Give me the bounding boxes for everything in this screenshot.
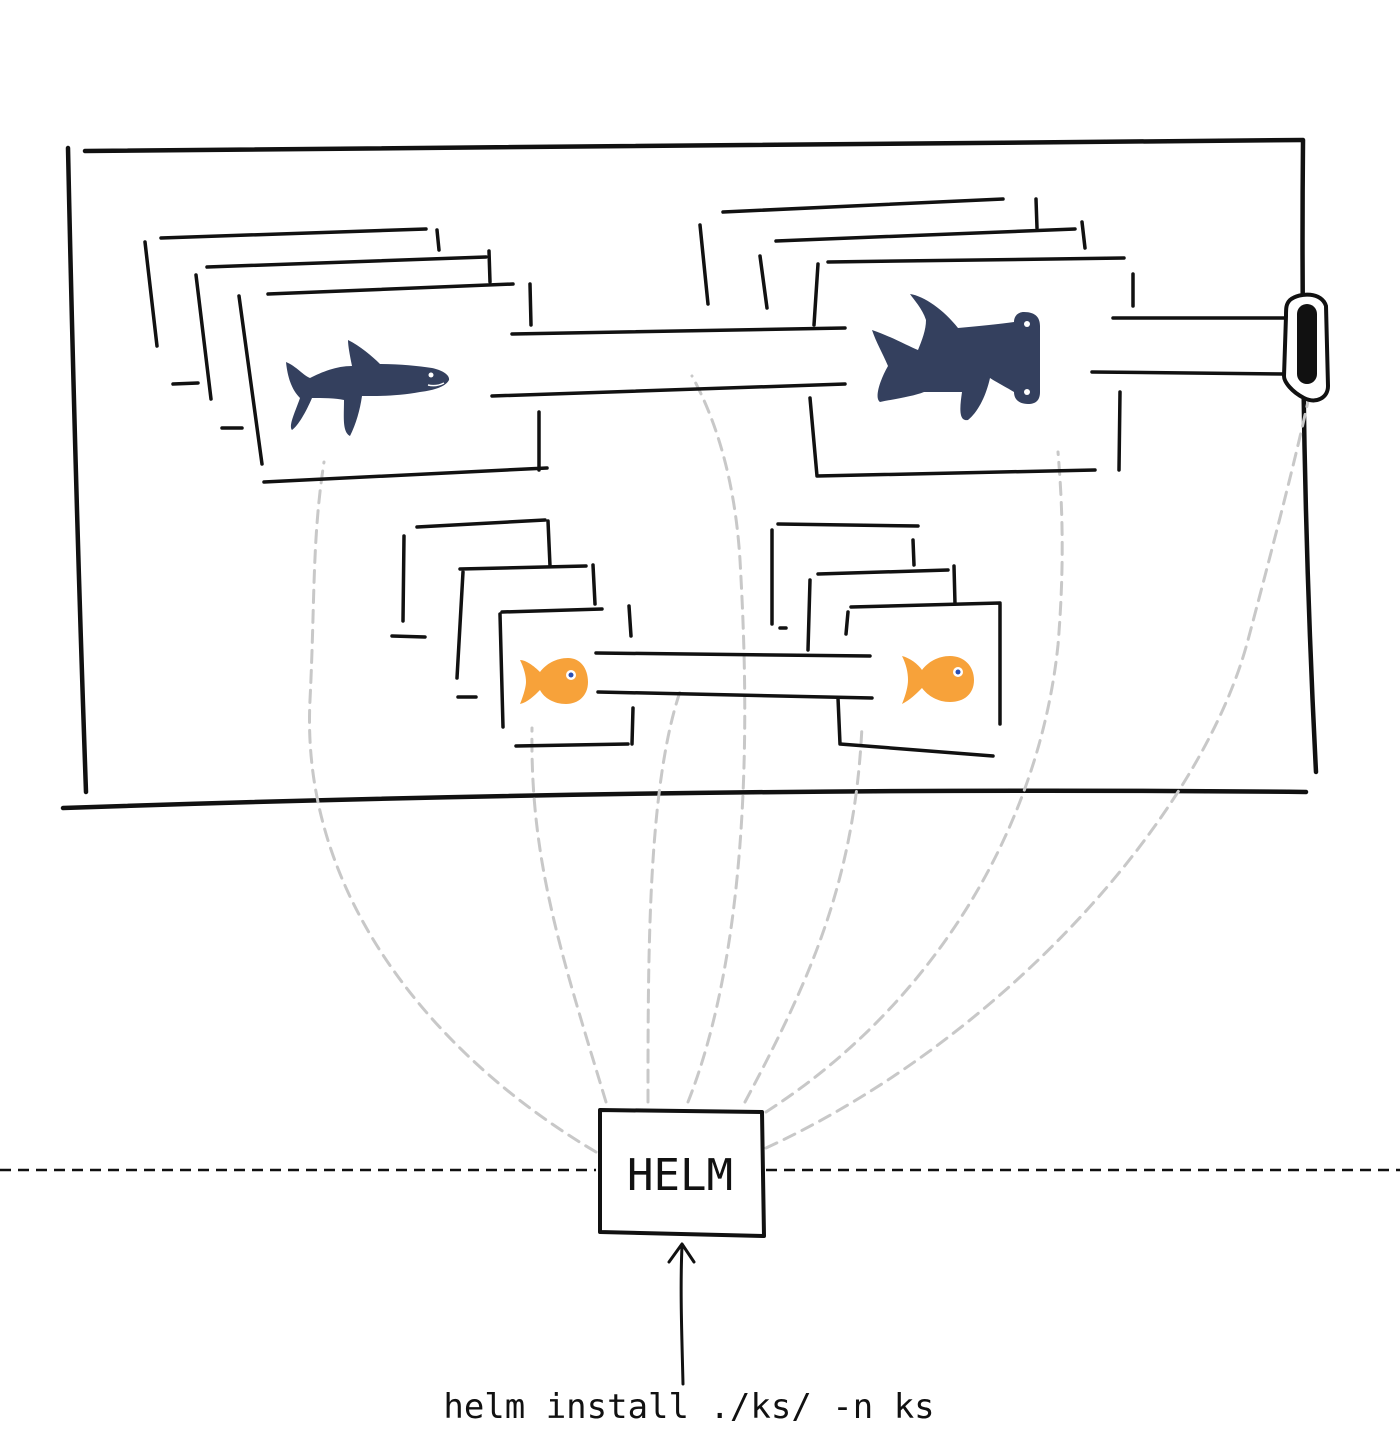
helm-install-command: helm install ./ks/ -n ks [443,1387,934,1427]
shark-pod-stack [143,227,549,484]
service-port-icon [1090,292,1331,403]
goldfish-icon [902,656,974,704]
shark-service-link [490,326,847,398]
shark-icon [286,340,450,436]
helm-connectors [308,374,1312,1154]
fish-service-link [594,651,874,700]
goldfish-icon [520,658,588,704]
cluster-frame [60,137,1319,811]
hammerhead-pod-stack [698,197,1135,478]
fish-pod-stack-right [770,522,1002,758]
helm-label: HELM [627,1150,733,1201]
fish-pod-stack-left [390,518,635,748]
command-arrow [667,1242,696,1386]
helm-box: HELM [598,1108,766,1238]
hammerhead-shark-icon [872,294,1040,421]
